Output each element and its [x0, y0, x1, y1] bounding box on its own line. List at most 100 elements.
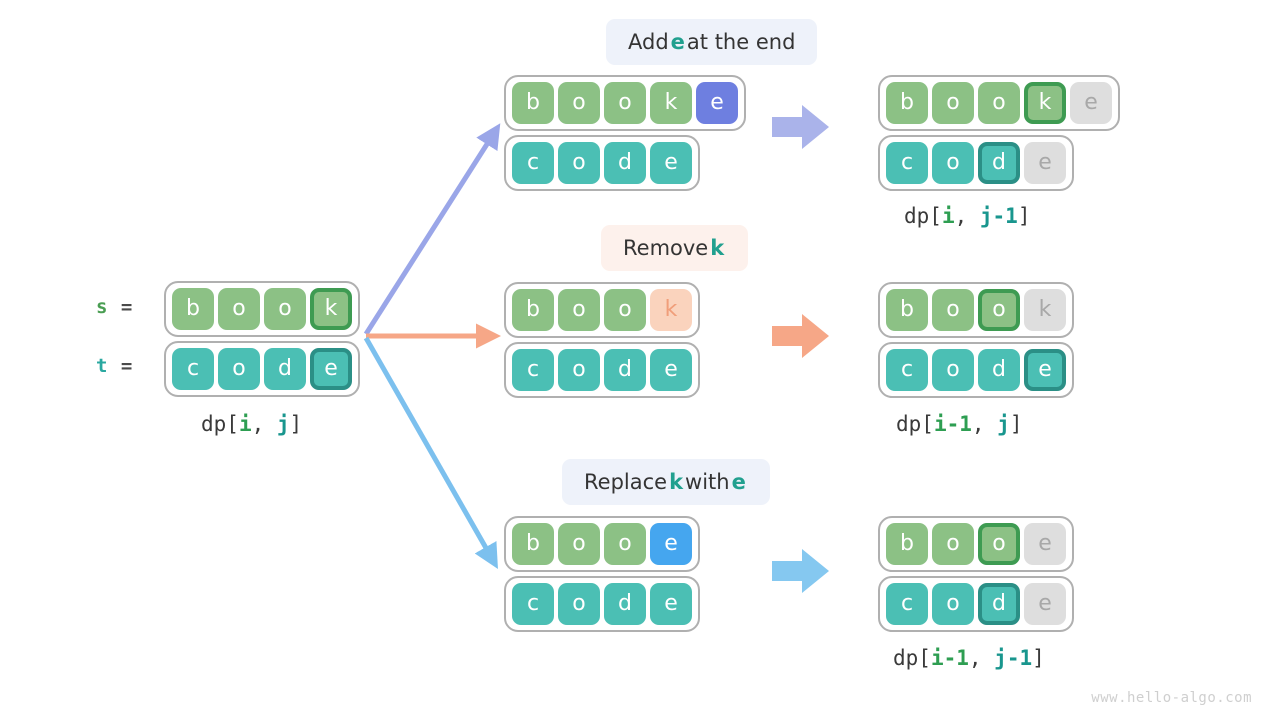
remove-before-s-cell-3: k — [650, 289, 692, 331]
replace-before-s-cell-2: o — [604, 523, 646, 565]
remove-after-t-cell-1: o — [932, 349, 974, 391]
source-s-cell-3: k — [310, 288, 352, 330]
remove-label-emph-1: k — [710, 236, 725, 260]
source-dp-pre: dp[ — [201, 412, 239, 436]
replace-after-t-cell-1: o — [932, 583, 974, 625]
add-before-s-cell-3: k — [650, 82, 692, 124]
add-after-s-cell-1: o — [932, 82, 974, 124]
add-after-t-cell-0: c — [886, 142, 928, 184]
label-t-text: t — [96, 355, 109, 377]
replace-label-mid: with — [685, 470, 730, 494]
add-label-post: at the end — [686, 30, 796, 54]
replace-dp-index-j: j-1 — [994, 646, 1033, 670]
source-s-cell-1: o — [218, 288, 260, 330]
source-dp-sep: , — [251, 412, 277, 436]
add-before-t-cell-2: d — [604, 142, 646, 184]
add-dp-caption: dp[i, j-1] — [904, 204, 1030, 228]
remove-after-t-cell-2: d — [978, 349, 1020, 391]
add-dp-index-i: i — [941, 204, 955, 228]
remove-before-t-cell-0: c — [512, 349, 554, 391]
replace-dp-pre: dp[ — [893, 646, 931, 670]
add-dp-pre: dp[ — [904, 204, 942, 228]
source-t-cell-2: d — [264, 348, 306, 390]
remove-after-t-cell-0: c — [886, 349, 928, 391]
replace-after-s-cell-0: b — [886, 523, 928, 565]
add-before-s-cell-0: b — [512, 82, 554, 124]
source-dp-post: ] — [289, 412, 303, 436]
remove-after-s-cell-3: k — [1024, 289, 1066, 331]
add-label-pre: Add — [628, 30, 669, 54]
arrow-to-add — [363, 123, 501, 336]
remove-before-t-cell-1: o — [558, 349, 600, 391]
remove-before-s-cell-2: o — [604, 289, 646, 331]
add-label-emph-1: e — [670, 30, 685, 54]
add-after-s-cell-2: o — [978, 82, 1020, 124]
replace-after-t-cell-3: e — [1024, 583, 1066, 625]
remove-after-s-cell-1: o — [932, 289, 974, 331]
remove-before-t-cell-3: e — [650, 349, 692, 391]
label-t: t = — [96, 355, 133, 377]
remove-label-pre: Remove — [623, 236, 709, 260]
replace-before-s-cell-0: b — [512, 523, 554, 565]
remove-dp-caption: dp[i-1, j] — [896, 412, 1022, 436]
replace-before-t-cell-1: o — [558, 583, 600, 625]
remove-dp-index-j: j — [997, 412, 1010, 436]
add-after-s-cell-4: e — [1070, 82, 1112, 124]
add-before-t-cell-0: c — [512, 142, 554, 184]
remove-before-t-cell-2: d — [604, 349, 646, 391]
label-s-text: s — [96, 296, 109, 318]
replace-before-t-cell-2: d — [604, 583, 646, 625]
operation-label-remove: Remove k — [601, 225, 749, 271]
add-dp-post: ] — [1017, 204, 1031, 228]
operation-label-replace: Replace k with e — [562, 459, 770, 505]
replace-dp-sep: , — [968, 646, 995, 670]
source-t-cell-3: e — [310, 348, 352, 390]
add-after-t-cell-2: d — [978, 142, 1020, 184]
remove-dp-post: ] — [1009, 412, 1023, 436]
replace-label-pre: Replace — [584, 470, 668, 494]
replace-label-emph-2: e — [731, 470, 746, 494]
remove-after-s-cell-2: o — [978, 289, 1020, 331]
add-dp-index-j: j-1 — [979, 204, 1018, 228]
add-before-s-cell-1: o — [558, 82, 600, 124]
remove-before-s-cell-1: o — [558, 289, 600, 331]
replace-dp-caption: dp[i-1, j-1] — [893, 646, 1045, 670]
replace-before-s-cell-3: e — [650, 523, 692, 565]
operation-label-add: Add e at the end — [606, 19, 818, 65]
watermark: www.hello-algo.com — [1091, 690, 1252, 706]
source-s-cell-0: b — [172, 288, 214, 330]
replace-after-s-cell-2: o — [978, 523, 1020, 565]
replace-before-t-cell-0: c — [512, 583, 554, 625]
replace-before-s-cell-1: o — [558, 523, 600, 565]
block-arrow-remove — [772, 313, 830, 359]
label-t-equals: = — [120, 355, 134, 377]
add-after-t-cell-3: e — [1024, 142, 1066, 184]
arrow-to-replace — [363, 336, 498, 569]
add-dp-sep: , — [954, 204, 980, 228]
add-before-s-cell-2: o — [604, 82, 646, 124]
replace-after-t-cell-2: d — [978, 583, 1020, 625]
add-before-s-cell-4: e — [696, 82, 738, 124]
replace-dp-index-i: i-1 — [930, 646, 969, 670]
remove-before-s-cell-0: b — [512, 289, 554, 331]
remove-after-t-cell-3: e — [1024, 349, 1066, 391]
remove-dp-index-i: i-1 — [933, 412, 972, 436]
source-dp-index-i: i — [238, 412, 252, 436]
replace-after-s-cell-1: o — [932, 523, 974, 565]
remove-dp-sep: , — [971, 412, 998, 436]
replace-dp-post: ] — [1032, 646, 1045, 670]
